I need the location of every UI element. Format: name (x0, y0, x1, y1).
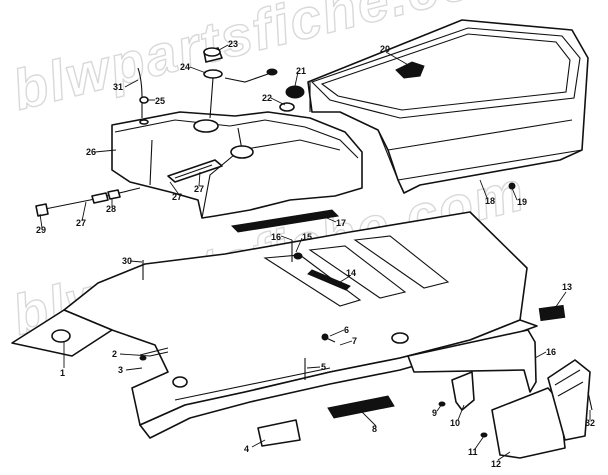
seat (307, 19, 589, 194)
callout-4: 4 (244, 444, 249, 454)
bracket-bottom (257, 419, 301, 447)
vent-tube (137, 67, 149, 125)
callout-19: 19 (517, 197, 527, 207)
rear-bracket (407, 329, 537, 393)
callout-30: 29 (36, 225, 46, 235)
callout-28: 27 (76, 218, 86, 228)
callout-11: 11 (468, 447, 478, 457)
callout-24: 24 (180, 62, 190, 72)
rear-grille (538, 304, 566, 322)
hardware (139, 182, 593, 438)
callout-9: 9 (432, 408, 437, 418)
tank-pad (230, 209, 340, 233)
callout-31: 30 (122, 256, 132, 266)
callout-23: 23 (228, 39, 238, 49)
callout-22: 22 (262, 93, 272, 103)
callout-32: 31 (113, 82, 123, 92)
callout-20: 20 (380, 44, 390, 54)
callout-6: 6 (344, 325, 349, 335)
callout-3: 3 (118, 365, 123, 375)
callout-29: 28 (106, 204, 116, 214)
callout-15: 15 (302, 232, 312, 242)
callout-labels: 1 2 3 4 5 6 7 8 9 10 11 12 13 14 15 16 1… (36, 39, 595, 469)
bracket-left (451, 371, 475, 411)
callout-7: 7 (352, 336, 357, 346)
callout-27: 27 (194, 184, 204, 194)
callout-10: 10 (450, 418, 460, 428)
callout-33: 32 (585, 418, 595, 428)
callout-26: 26 (86, 147, 96, 157)
fuel-line (35, 187, 141, 217)
side-guard (491, 359, 591, 459)
callout-28-tank: 27 (172, 192, 182, 202)
callout-17: 17 (336, 218, 346, 228)
leader-lines (39, 44, 591, 461)
callout-25: 25 (155, 96, 165, 106)
callout-16-b: 16 (546, 347, 556, 357)
oil-cap (279, 85, 305, 112)
callout-16-a: 16 (271, 232, 281, 242)
callout-8: 8 (372, 424, 377, 434)
callout-18: 18 (485, 196, 495, 206)
fuel-tank (111, 111, 363, 219)
callout-1: 1 (60, 368, 65, 378)
callout-21: 21 (296, 66, 306, 76)
fuel-cap (203, 47, 278, 119)
callout-2: 2 (112, 349, 117, 359)
callout-13: 13 (562, 282, 572, 292)
callout-5: 5 (321, 362, 326, 372)
foot-pad (327, 395, 395, 419)
callout-12: 12 (491, 459, 501, 469)
callout-14: 14 (346, 268, 356, 278)
